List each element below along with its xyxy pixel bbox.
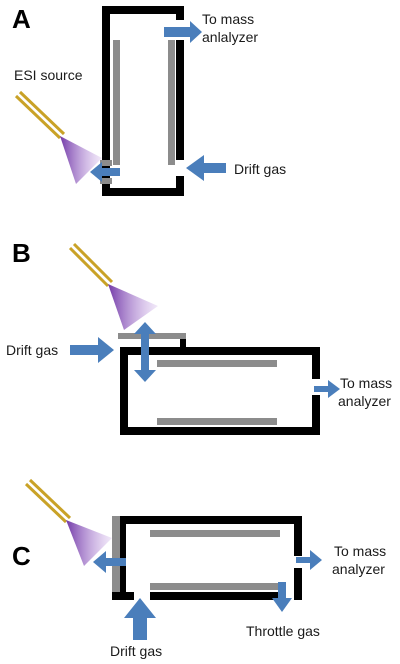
panel-c-to-mass-arrow bbox=[296, 550, 322, 570]
panel-a: A ESI source To mass anlal bbox=[12, 4, 286, 196]
panel-b-to-mass-label-line1: To mass bbox=[340, 375, 392, 391]
panel-b-esi-plume bbox=[108, 284, 158, 330]
panel-a-left-wall bbox=[102, 6, 110, 196]
panel-b-to-mass-label-line2: analyzer bbox=[338, 393, 391, 409]
panel-a-right-wall-upper bbox=[176, 6, 184, 20]
panel-c-throttle-gas-label: Throttle gas bbox=[246, 623, 320, 639]
panel-b-drift-tube bbox=[120, 347, 320, 435]
panel-b-right-wall-upper bbox=[312, 347, 320, 379]
panel-b-drift-gas-label: Drift gas bbox=[6, 342, 58, 358]
panel-a-ion-exit-arrow bbox=[90, 162, 120, 182]
panel-a-left-electrode bbox=[113, 40, 120, 165]
panel-b-inlet-right-post bbox=[180, 339, 186, 353]
panel-c-letter: C bbox=[12, 541, 31, 571]
panel-c-to-mass-label-line1: To mass bbox=[334, 543, 386, 559]
panel-b-inlet-grid bbox=[118, 333, 186, 339]
panel-c-drift-gas-arrow bbox=[124, 598, 156, 640]
panel-b-to-mass-arrow bbox=[314, 380, 340, 398]
panel-a-drift-gas-label: Drift gas bbox=[234, 161, 286, 177]
panel-b-inlet bbox=[118, 333, 186, 353]
panel-a-to-mass-arrow bbox=[164, 21, 202, 43]
panel-b-drift-gas-arrow bbox=[70, 337, 114, 363]
panel-c-ion-exit-arrow bbox=[93, 551, 126, 573]
panel-b-emitter-line-1 bbox=[68, 246, 110, 288]
panel-a-right-wall-middle bbox=[176, 40, 184, 160]
panel-b-ion-flow-arrow bbox=[134, 322, 156, 382]
panel-c-top-electrode bbox=[150, 530, 280, 537]
panel-b-esi-emitter bbox=[68, 242, 114, 288]
panel-c-to-mass-label-line2: analyzer bbox=[332, 561, 385, 577]
panel-a-drift-gas-arrow bbox=[186, 155, 226, 181]
panel-a-esi-emitter bbox=[14, 90, 66, 140]
panel-c-bottom-electrode bbox=[150, 583, 280, 590]
panel-c-right-wall-upper bbox=[294, 516, 302, 556]
panel-c-emitter-line-1 bbox=[24, 482, 68, 524]
panel-c-bottom-wall-right bbox=[150, 592, 280, 600]
panel-c-bottom-wall-left bbox=[112, 592, 134, 600]
panel-a-bottom-wall bbox=[102, 188, 184, 196]
panel-b-bottom-wall bbox=[120, 427, 320, 435]
panel-a-emitter-line-1 bbox=[14, 94, 62, 140]
panel-a-inlet-gate-upper bbox=[100, 160, 112, 166]
panel-a-drift-tube bbox=[100, 6, 184, 196]
panel-c-drift-gas-label: Drift gas bbox=[110, 643, 162, 659]
panel-b-bottom-electrode bbox=[157, 418, 277, 425]
panel-b-emitter-line-2 bbox=[72, 242, 114, 284]
panel-a-right-wall-lower bbox=[176, 176, 184, 196]
panel-c-top-wall bbox=[112, 516, 302, 524]
panel-c-esi-emitter bbox=[24, 478, 72, 524]
panel-c-esi-plume bbox=[66, 520, 112, 566]
panel-a-to-mass-label-line2: anlalyzer bbox=[202, 29, 258, 45]
panel-c-throttle-gas-arrow bbox=[272, 582, 292, 612]
panel-b-top-electrode bbox=[157, 360, 277, 367]
panel-b-left-wall bbox=[120, 347, 128, 435]
panel-a-esi-source-label: ESI source bbox=[14, 67, 83, 83]
panel-c-drift-tube bbox=[112, 516, 302, 600]
panel-c-right-wall-lower bbox=[294, 568, 302, 600]
panel-a-right-electrode bbox=[168, 40, 175, 165]
panel-a-to-mass-label-line1: To mass bbox=[202, 11, 254, 27]
panel-a-inlet-gate-lower bbox=[100, 178, 112, 184]
panel-c: C To mass analyzer Drift gas Th bbox=[12, 478, 386, 659]
panel-a-top-wall bbox=[102, 6, 184, 14]
panel-a-letter: A bbox=[12, 4, 31, 34]
panel-b-right-wall-lower bbox=[312, 395, 320, 435]
panel-b-top-wall-left bbox=[120, 347, 320, 355]
panel-b: B Drift gas To mass bbox=[6, 238, 392, 435]
panel-a-esi-plume bbox=[60, 136, 102, 184]
panel-a-emitter-line-2 bbox=[18, 90, 66, 136]
panel-b-letter: B bbox=[12, 238, 31, 268]
panel-c-emitter-line-2 bbox=[28, 478, 72, 520]
